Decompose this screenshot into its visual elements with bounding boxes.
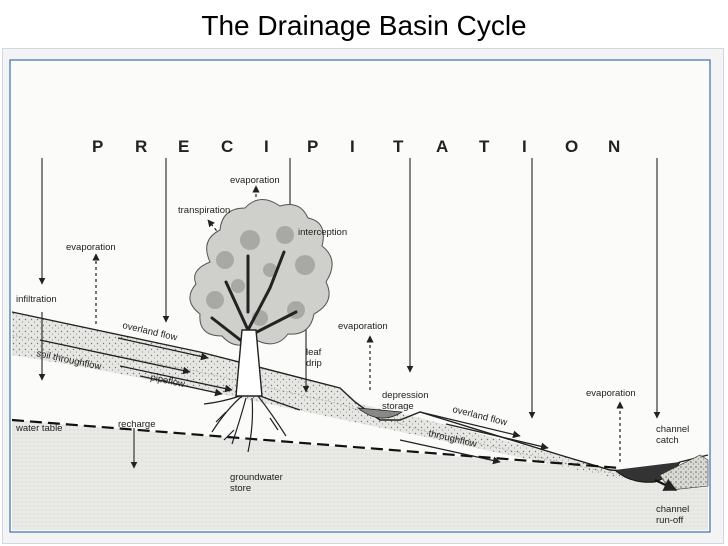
- precipitation-letter: T: [479, 137, 490, 156]
- label-storage: storage: [382, 401, 414, 412]
- label-drip: drip: [306, 358, 322, 369]
- label-interception: interception: [298, 227, 347, 238]
- slope-flow-arrows: [39, 337, 549, 465]
- label-store: store: [230, 483, 251, 494]
- precipitation-letter: I: [522, 137, 527, 156]
- precipitation-letter: C: [221, 137, 233, 156]
- label-channel-runoff-2: run-off: [656, 515, 684, 526]
- precipitation-arrows: [38, 158, 661, 419]
- precipitation-letter: A: [436, 137, 448, 156]
- label-channel-catch-1: channel: [656, 424, 689, 435]
- label-recharge: recharge: [118, 419, 156, 430]
- tree-illustration: [189, 199, 333, 453]
- vertical-flow-arrows: [38, 312, 310, 469]
- label-water-table: water table: [15, 423, 62, 434]
- precipitation-letter: O: [565, 137, 578, 156]
- label-transpiration: transpiration: [178, 205, 230, 216]
- label-groundwater: groundwater: [230, 472, 283, 483]
- slide-title: The Drainage Basin Cycle: [201, 10, 527, 41]
- precipitation-letter: T: [393, 137, 404, 156]
- precipitation-letter: P: [307, 137, 318, 156]
- label-evaporation-right: evaporation: [586, 388, 636, 399]
- precipitation-letter: I: [264, 137, 269, 156]
- depression-pond: [356, 407, 404, 419]
- label-depression: depression: [382, 390, 428, 401]
- precipitation-letter: N: [608, 137, 620, 156]
- precipitation-letter: I: [350, 137, 355, 156]
- label-leaf: leaf: [306, 347, 322, 358]
- precipitation-letter: P: [92, 137, 103, 156]
- precipitation-letter: R: [135, 137, 147, 156]
- runoff-arrow: [654, 478, 678, 491]
- label-channel-catch-2: catch: [656, 435, 679, 446]
- groundwater-zone: [12, 420, 708, 530]
- evaporation-arrows: [92, 185, 624, 462]
- label-evaporation-mid: evaporation: [338, 321, 388, 332]
- label-evaporation-top: evaporation: [230, 175, 280, 186]
- label-evaporation-left: evaporation: [66, 242, 116, 253]
- label-channel-runoff-1: channel: [656, 504, 689, 515]
- label-infiltration: infiltration: [16, 294, 57, 305]
- precipitation-letter: E: [178, 137, 189, 156]
- water-table-line: [11, 418, 621, 470]
